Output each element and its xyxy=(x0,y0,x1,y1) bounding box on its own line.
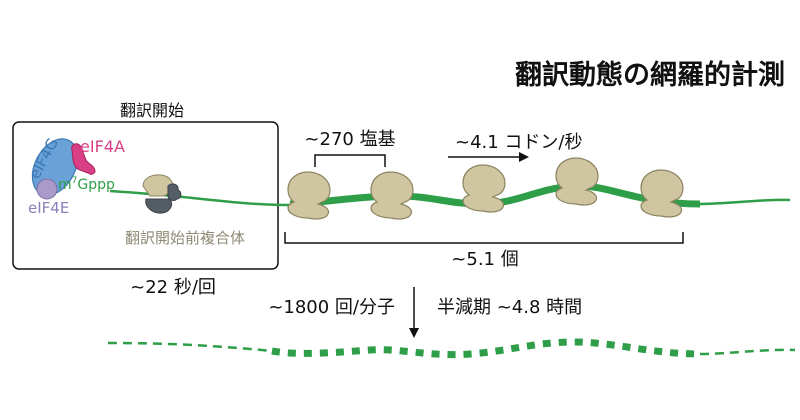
eif4e-shape xyxy=(36,178,58,200)
box-label: 翻訳開始 xyxy=(120,101,184,120)
preinitiation-complex xyxy=(142,174,182,214)
ribosome xyxy=(287,171,331,220)
eif4a-shape xyxy=(71,143,96,175)
spacing-label: ~270 塩基 xyxy=(304,129,395,150)
eif4e-label: eIF4E xyxy=(28,199,69,217)
mrna-strand xyxy=(109,189,290,207)
mrna-3prime-tail xyxy=(699,198,791,206)
spacing-bracket xyxy=(314,154,386,167)
complex-label: 翻訳開始前複合体 xyxy=(125,229,245,247)
half-life: 半減期 ~4.8 時間 xyxy=(437,297,582,318)
ribosome-count: ~5.1 個 xyxy=(451,249,518,270)
initiation-box xyxy=(12,121,279,270)
eif4a-label: eIF4A xyxy=(80,137,125,156)
cap-label: m7Gppp xyxy=(58,176,115,193)
ribosome xyxy=(640,169,684,218)
total-translation: ~1800 回/分子 xyxy=(268,297,395,318)
ribosome xyxy=(555,157,599,206)
speed-label: ~4.1 コドン/秒 xyxy=(455,132,583,153)
degrading-mrna-thick xyxy=(271,338,701,359)
diagram-title: 翻訳動態の網羅的計測 xyxy=(515,59,785,91)
ribosome xyxy=(462,164,506,213)
initiation-rate: ~22 秒/回 xyxy=(130,277,216,298)
degrading-mrna-thin-left xyxy=(107,341,273,353)
ribosome-count-bracket xyxy=(284,232,684,244)
degrading-mrna-thin-right xyxy=(699,348,796,356)
ribosome xyxy=(370,171,414,220)
